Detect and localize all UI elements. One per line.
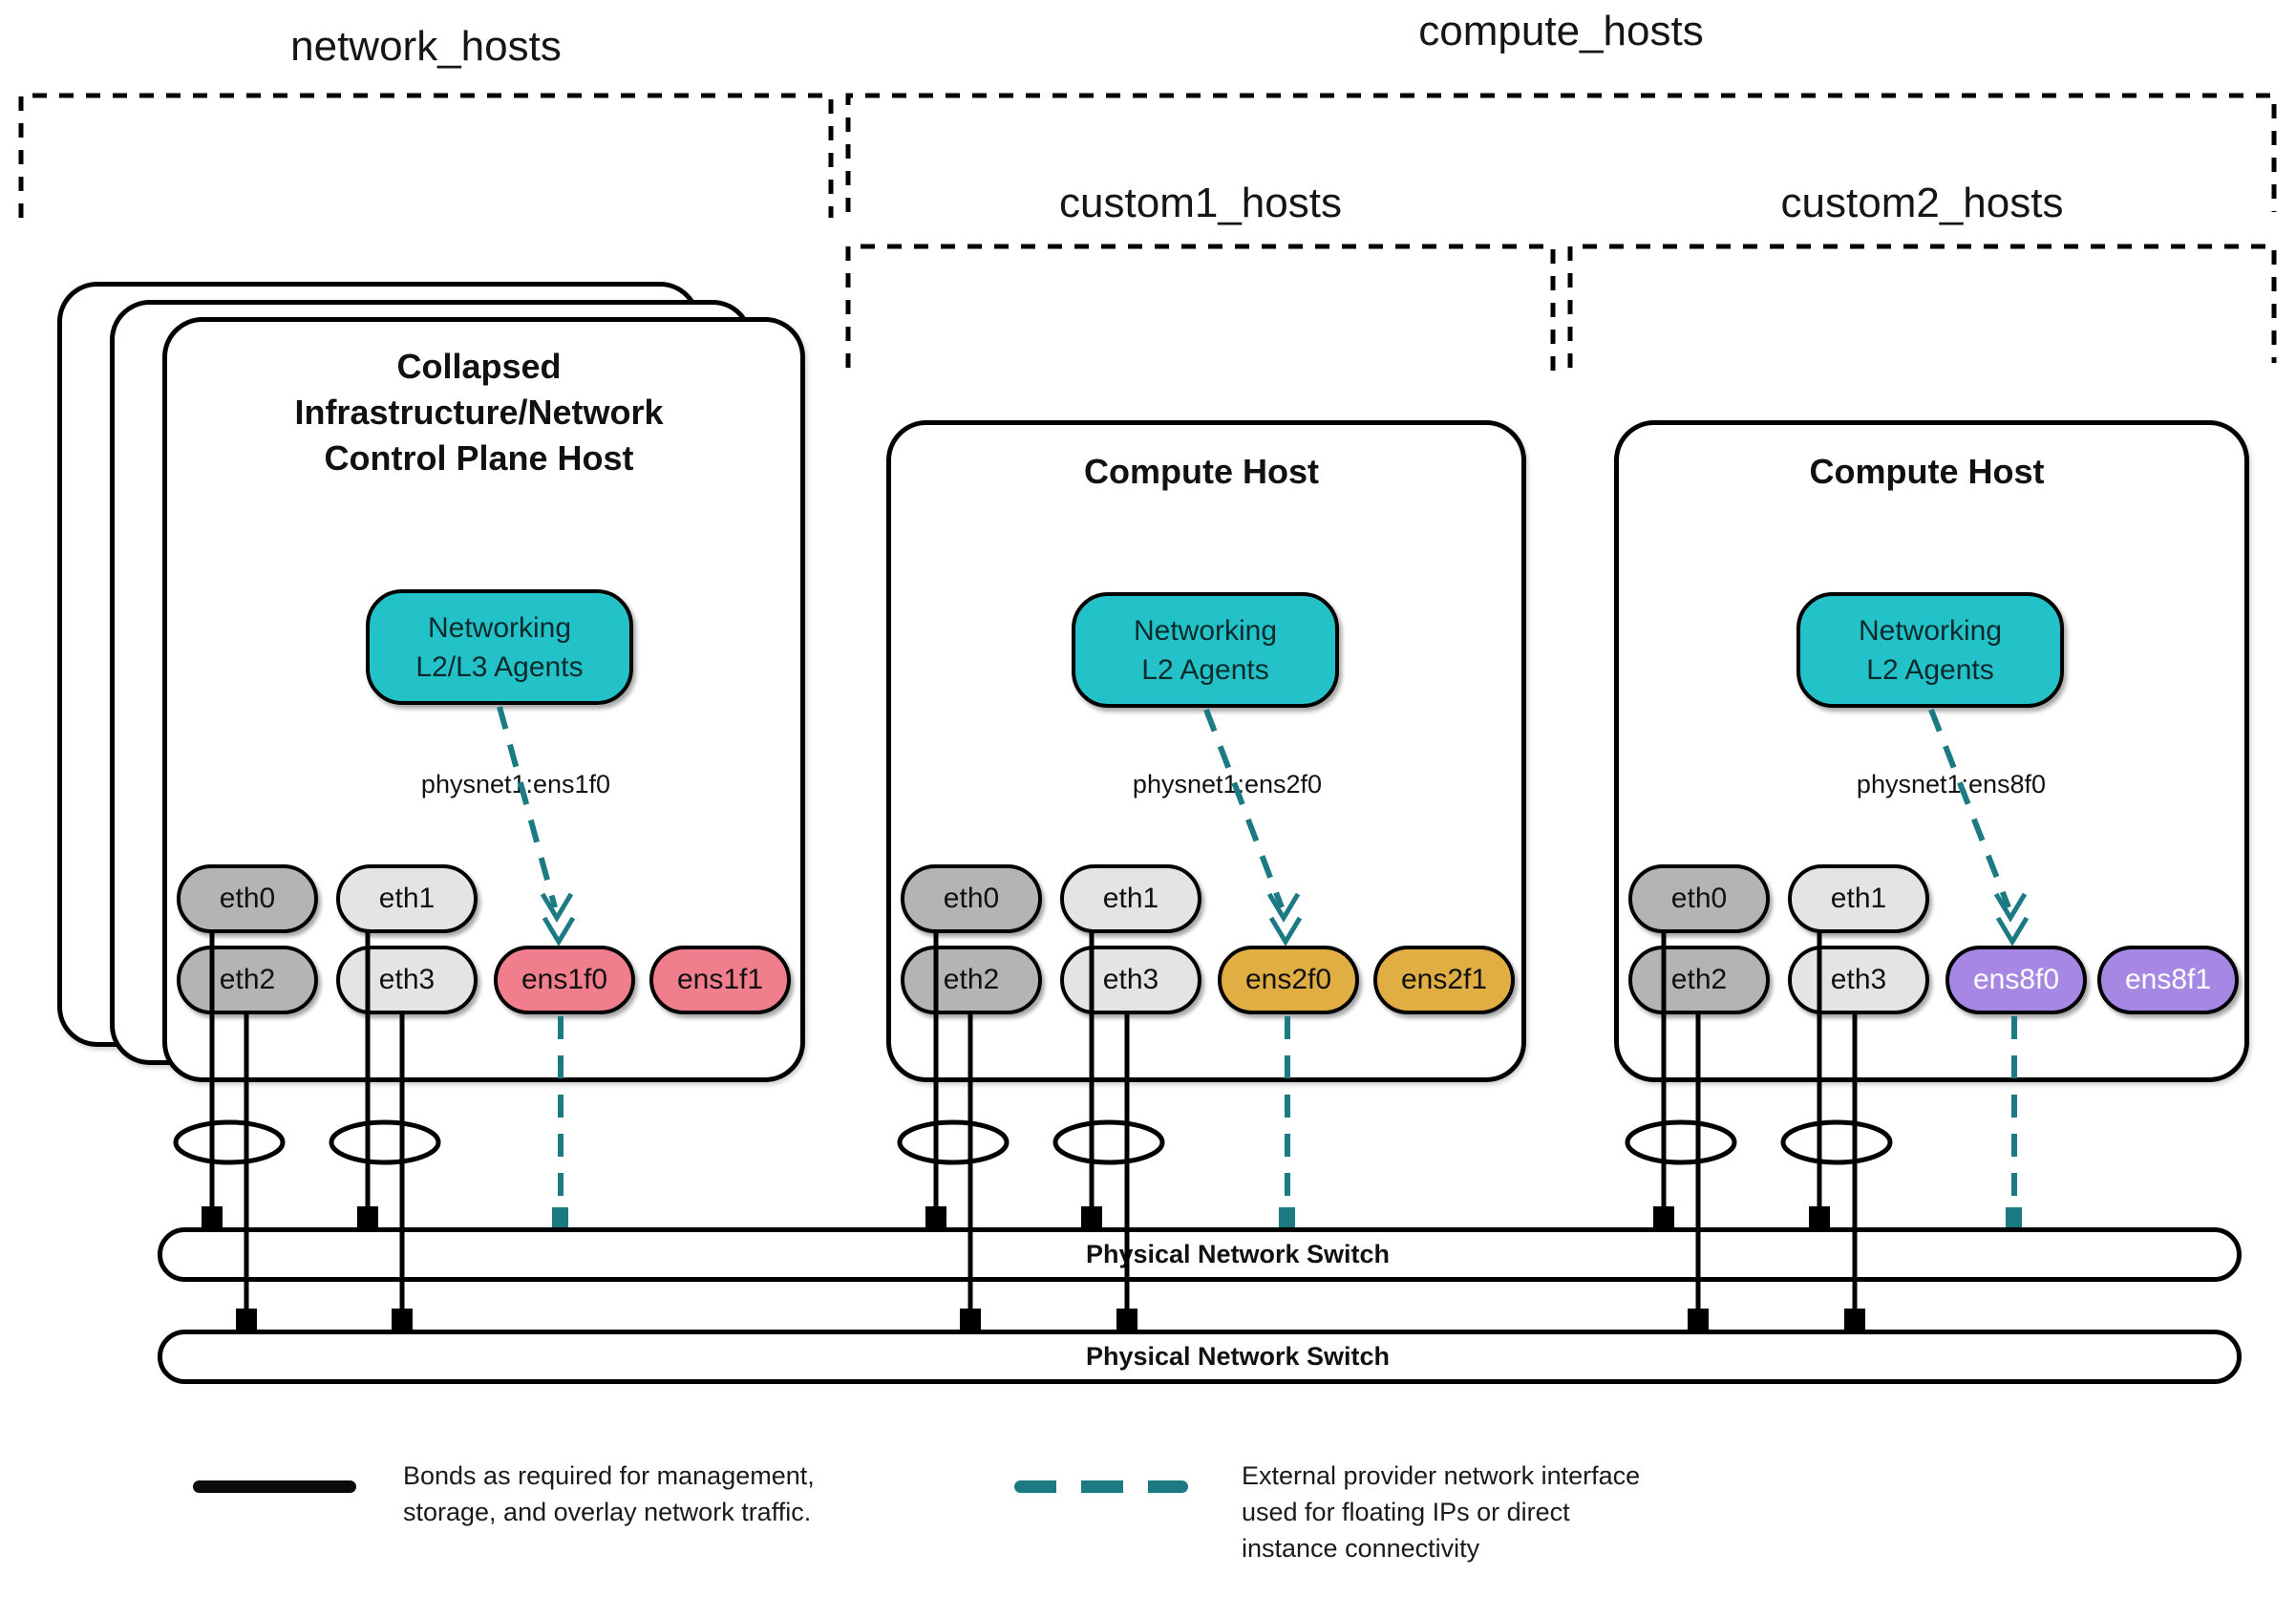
provider-switch-connectors — [552, 1207, 2022, 1227]
nic-pill-eth2: eth2 — [1628, 946, 1770, 1014]
physical-network-switch-2: Physical Network Switch — [158, 1330, 2242, 1384]
nic-pill-eth0: eth0 — [177, 864, 318, 933]
agents-label-line: Networking — [427, 611, 572, 644]
nic-pill-ens2f0: ens2f0 — [1218, 946, 1359, 1014]
networking-agents-box-2: Networking L2 Agents — [1072, 592, 1339, 708]
host-title-line: Infrastructure/Network — [294, 393, 664, 432]
physical-network-switch-1: Physical Network Switch — [158, 1227, 2242, 1282]
legend-bond-line-swatch — [193, 1480, 356, 1493]
nic-pill-eth0: eth0 — [1628, 864, 1770, 933]
agents-label-line: L2 Agents — [1866, 653, 1994, 686]
group-label-compute-hosts: compute_hosts — [1418, 8, 1704, 54]
agents-label-line: Networking — [1133, 614, 1278, 647]
physnet-label-2: physnet1:ens2f0 — [1132, 770, 1323, 798]
compute-host-title-1: Compute Host — [1084, 452, 1319, 491]
legend-provider-text-line: External provider network interface — [1242, 1461, 1641, 1490]
nic-pill-eth1: eth1 — [336, 864, 478, 933]
nic-pill-ens1f1: ens1f1 — [649, 946, 791, 1014]
nic-pill-ens8f0: ens8f0 — [1945, 946, 2087, 1014]
nic-pill-eth1: eth1 — [1788, 864, 1929, 933]
agents-label-line: L2/L3 Agents — [415, 650, 584, 683]
switch-label: Physical Network Switch — [1085, 1240, 1391, 1268]
legend-bond-text-line: Bonds as required for management, — [403, 1461, 815, 1490]
physnet-label-1: physnet1:ens1f0 — [420, 770, 611, 798]
group-bracket-custom1-hosts — [845, 244, 1556, 373]
control-plane-host-title: Collapsed Infrastructure/Network Control… — [162, 344, 796, 481]
nic-pill-eth0: eth0 — [901, 864, 1042, 933]
nic-pill-ens1f0: ens1f0 — [494, 946, 635, 1014]
agents-label-line: Networking — [1858, 614, 2003, 647]
group-label-network-hosts: network_hosts — [290, 23, 562, 70]
nic-pill-eth3: eth3 — [1788, 946, 1929, 1014]
host-title-line: Collapsed — [396, 347, 562, 386]
legend-bond-text: Bonds as required for management, storag… — [403, 1458, 1014, 1530]
nic-pill-eth1: eth1 — [1060, 864, 1201, 933]
networking-agents-box-1: Networking L2/L3 Agents — [366, 589, 633, 705]
group-bracket-network-hosts — [18, 93, 834, 218]
agents-label-line: L2 Agents — [1141, 653, 1269, 686]
nic-pill-eth3: eth3 — [1060, 946, 1201, 1014]
nic-pill-eth2: eth2 — [177, 946, 318, 1014]
legend-provider-text-line: instance connectivity — [1242, 1534, 1480, 1563]
group-bracket-custom2-hosts — [1567, 244, 2277, 368]
switch-label: Physical Network Switch — [1085, 1342, 1391, 1371]
physnet-label-3: physnet1:ens8f0 — [1856, 770, 2047, 798]
group-label-custom2-hosts: custom2_hosts — [1780, 180, 2064, 226]
switch1-connectors — [202, 1206, 1830, 1227]
compute-host-title-2: Compute Host — [1809, 452, 2045, 491]
networking-agents-box-3: Networking L2 Agents — [1796, 592, 2064, 708]
legend-provider-text-line: used for floating IPs or direct — [1242, 1498, 1570, 1526]
group-label-custom1-hosts: custom1_hosts — [1059, 180, 1342, 226]
host-title-line: Control Plane Host — [324, 438, 634, 478]
nic-pill-eth3: eth3 — [336, 946, 478, 1014]
nic-pill-ens2f1: ens2f1 — [1373, 946, 1515, 1014]
legend-provider-line-swatch — [1014, 1480, 1188, 1493]
nic-pill-ens8f1: ens8f1 — [2097, 946, 2239, 1014]
legend-bond-text-line: storage, and overlay network traffic. — [403, 1498, 812, 1526]
bond-ellipses — [173, 1119, 1893, 1165]
nic-pill-eth2: eth2 — [901, 946, 1042, 1014]
legend-provider-text: External provider network interface used… — [1242, 1458, 1853, 1566]
switch2-connectors — [236, 1309, 1865, 1330]
